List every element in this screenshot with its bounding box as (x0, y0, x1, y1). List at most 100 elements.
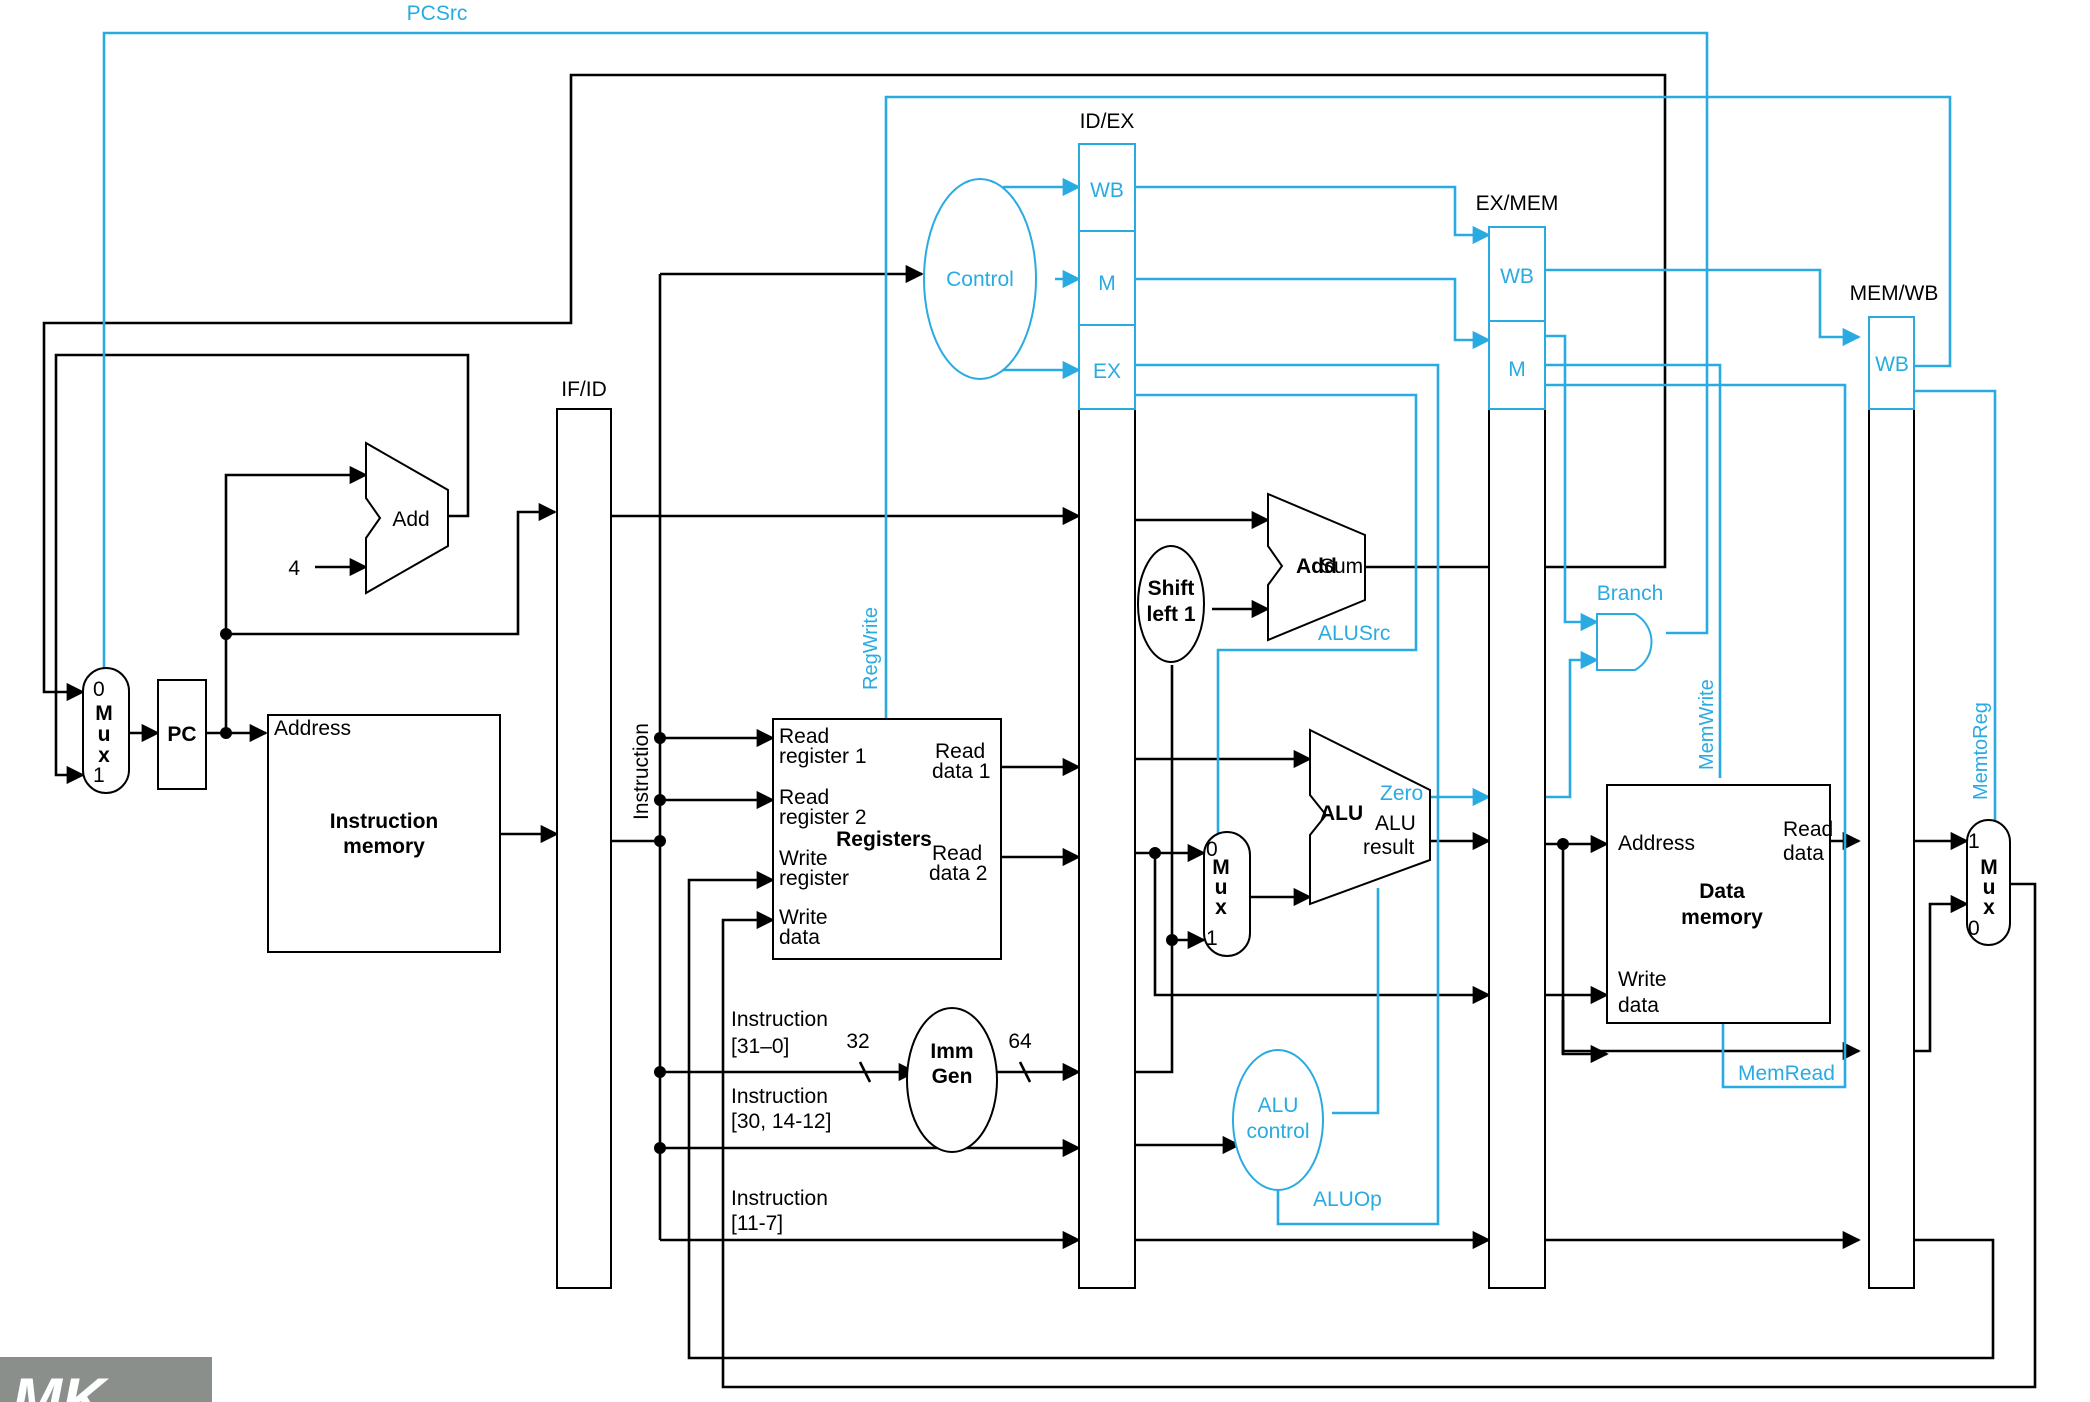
memread-label: MemRead (1738, 1062, 1835, 1085)
svg-text:Add: Add (392, 508, 429, 531)
memwrite-label: MemWrite (1696, 679, 1718, 770)
svg-text:Read: Read (779, 786, 829, 809)
svg-text:x: x (1215, 896, 1227, 919)
svg-text:4: 4 (288, 557, 300, 580)
svg-text:Read: Read (935, 740, 985, 763)
svg-text:MEM/WB: MEM/WB (1850, 282, 1939, 305)
svg-text:IF/ID: IF/ID (561, 378, 607, 401)
register-file: Read register 1 Read register 2 Write re… (772, 718, 1002, 960)
svg-text:32: 32 (846, 1030, 869, 1053)
svg-text:M: M (95, 702, 113, 725)
svg-text:Branch: Branch (1597, 582, 1664, 605)
svg-text:Instruction: Instruction (731, 1085, 828, 1108)
svg-text:result: result (1363, 836, 1415, 859)
regwrite-label: RegWrite (860, 607, 882, 690)
svg-text:Read: Read (779, 725, 829, 748)
svg-text:64: 64 (1008, 1030, 1032, 1053)
svg-text:u: u (1983, 876, 1996, 899)
svg-text:0: 0 (1206, 838, 1218, 861)
svg-text:u: u (1215, 876, 1228, 899)
svg-text:Control: Control (946, 268, 1014, 291)
svg-text:data 1: data 1 (932, 760, 990, 783)
svg-text:Read: Read (932, 842, 982, 865)
data-wires (42, 73, 2037, 1389)
svg-text:EX: EX (1093, 360, 1121, 383)
svg-text:MK: MK (12, 1366, 109, 1402)
svg-text:Address: Address (1618, 832, 1695, 855)
data-memory: Address Read data Write data Data memory (1606, 784, 1833, 1024)
imm-gen: Imm Gen 32 64 (846, 1007, 1032, 1153)
svg-text:data: data (779, 926, 820, 949)
alu-src-mux: 0 M u x 1 (1203, 831, 1251, 957)
svg-text:x: x (98, 744, 110, 767)
svg-text:Instruction: Instruction (731, 1008, 828, 1031)
svg-text:Zero: Zero (1380, 782, 1423, 805)
pcsrc-label: PCSrc (407, 2, 468, 25)
svg-text:M: M (1980, 856, 1998, 879)
svg-text:WB: WB (1500, 265, 1534, 288)
control-unit: Control (923, 178, 1037, 380)
mem-wb-register: MEM/WB WB (1850, 282, 1939, 1289)
alusrc-label: ALUSrc (1318, 622, 1390, 645)
instruction-field-labels: Instruction [31–0] Instruction [30, 14-1… (731, 1008, 831, 1235)
memtoreg-label: MemtoReg (1970, 702, 1992, 800)
svg-text:WB: WB (1875, 353, 1909, 376)
svg-text:register 1: register 1 (779, 745, 867, 768)
svg-text:1: 1 (93, 764, 105, 787)
svg-text:1: 1 (1968, 830, 1980, 853)
svg-text:[31–0]: [31–0] (731, 1035, 789, 1058)
mk-logo: MK (0, 1357, 212, 1402)
svg-text:data 2: data 2 (929, 862, 987, 885)
svg-text:memory: memory (343, 835, 425, 858)
svg-text:Address: Address (274, 717, 351, 740)
svg-text:ALU: ALU (1320, 802, 1363, 825)
svg-text:Gen: Gen (932, 1065, 973, 1088)
control-wires (102, 31, 1997, 1226)
svg-text:0: 0 (93, 678, 105, 701)
svg-text:Write: Write (779, 906, 828, 929)
wb-mux: 1 M u x 0 (1966, 819, 2011, 946)
svg-text:Shift: Shift (1148, 577, 1195, 600)
svg-text:left 1: left 1 (1146, 603, 1195, 626)
pc-register: PC (157, 679, 207, 790)
branch-adder: Add Sum (1267, 492, 1366, 642)
svg-text:ID/EX: ID/EX (1080, 110, 1135, 133)
svg-text:Registers: Registers (836, 828, 932, 851)
svg-text:data: data (1618, 994, 1659, 1017)
svg-text:register: register (779, 867, 849, 890)
svg-text:u: u (98, 723, 111, 746)
svg-text:x: x (1983, 896, 1995, 919)
svg-text:EX/MEM: EX/MEM (1476, 192, 1559, 215)
svg-text:Imm: Imm (930, 1040, 973, 1063)
svg-text:data: data (1783, 842, 1824, 865)
svg-text:ALU: ALU (1258, 1094, 1299, 1117)
svg-text:Write: Write (779, 847, 828, 870)
svg-text:M: M (1098, 272, 1116, 295)
ex-mem-register: EX/MEM WB M (1476, 192, 1559, 1289)
svg-text:ALU: ALU (1375, 812, 1416, 835)
svg-text:Data: Data (1699, 880, 1745, 903)
svg-text:control: control (1246, 1120, 1309, 1143)
svg-text:WB: WB (1090, 179, 1124, 202)
svg-text:memory: memory (1681, 906, 1763, 929)
svg-text:M: M (1212, 856, 1230, 879)
id-ex-register: ID/EX WB M EX (1078, 110, 1136, 1289)
if-id-register: IF/ID (556, 378, 612, 1289)
instruction-label: Instruction (630, 723, 653, 820)
pc-adder: Add 4 (288, 441, 449, 595)
pc-mux: 0 M u x 1 (82, 667, 130, 794)
svg-text:[11-7]: [11-7] (731, 1212, 783, 1235)
junction-dots (220, 628, 1569, 1154)
svg-text:PC: PC (167, 723, 196, 746)
svg-text:Write: Write (1618, 968, 1667, 991)
svg-text:Sum: Sum (1320, 555, 1363, 578)
svg-text:Add: Add (1296, 555, 1337, 578)
shift-left-1: Shift left 1 (1137, 545, 1205, 663)
aluop-label: ALUOp (1313, 1188, 1382, 1211)
svg-text:0: 0 (1968, 917, 1980, 940)
svg-text:1: 1 (1206, 927, 1218, 950)
svg-text:[30, 14-12]: [30, 14-12] (731, 1110, 831, 1133)
svg-text:register 2: register 2 (779, 806, 867, 829)
svg-text:Instruction: Instruction (330, 810, 439, 833)
